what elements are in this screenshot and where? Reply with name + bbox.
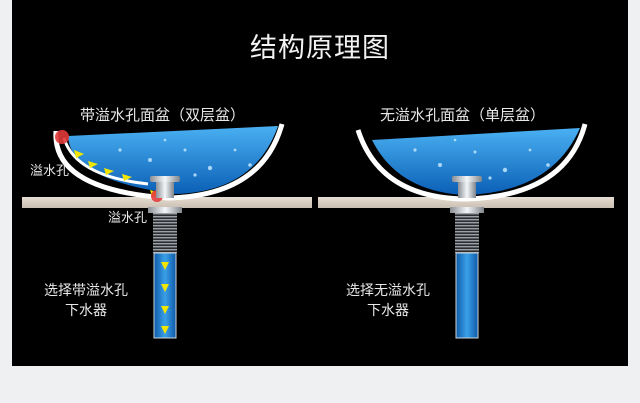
page-title: 结构原理图 <box>250 33 390 64</box>
left-basin-diagram <box>22 123 312 339</box>
left-drain-pipe <box>153 252 177 339</box>
left-drain-body <box>156 182 174 198</box>
drain-overflow-label: 溢水孔 <box>108 211 148 226</box>
right-drain-body <box>458 182 476 198</box>
overflow-hole-label: 溢水孔 <box>30 164 70 179</box>
right-choose-line1: 选择无溢水孔 <box>346 283 430 299</box>
right-basin-diagram <box>318 123 614 339</box>
left-drain-cap <box>150 176 180 182</box>
left-basin-water <box>68 126 278 194</box>
right-heading: 无溢水孔面盆（单层盆） <box>380 106 546 124</box>
left-overflow-channel <box>62 137 149 186</box>
right-basin-water <box>372 128 580 195</box>
right-countertop <box>318 197 614 208</box>
left-heading: 带溢水孔面盆（双层盆） <box>80 106 246 124</box>
left-drain-thread <box>153 213 177 253</box>
right-bubbles <box>413 138 550 180</box>
right-drain-nut <box>450 207 484 213</box>
right-choose-line2: 下水器 <box>367 303 409 319</box>
right-drain-pipe <box>455 252 479 339</box>
left-choose-line1: 选择带溢水孔 <box>44 283 128 299</box>
left-countertop <box>22 197 312 208</box>
right-basin-wall <box>355 123 588 202</box>
left-choose-line2: 下水器 <box>65 303 107 319</box>
left-drain-nut <box>148 207 182 213</box>
left-bubbles <box>118 138 252 177</box>
right-choose-text: 选择无溢水孔 下水器 <box>346 281 430 321</box>
right-drain-thread <box>455 213 479 253</box>
left-overflow-hole-dot <box>55 130 69 144</box>
left-choose-text: 选择带溢水孔 下水器 <box>44 281 128 321</box>
diagram-panel <box>12 0 628 366</box>
drain-flow-arrows <box>161 262 169 334</box>
right-drain-cap <box>452 176 482 182</box>
